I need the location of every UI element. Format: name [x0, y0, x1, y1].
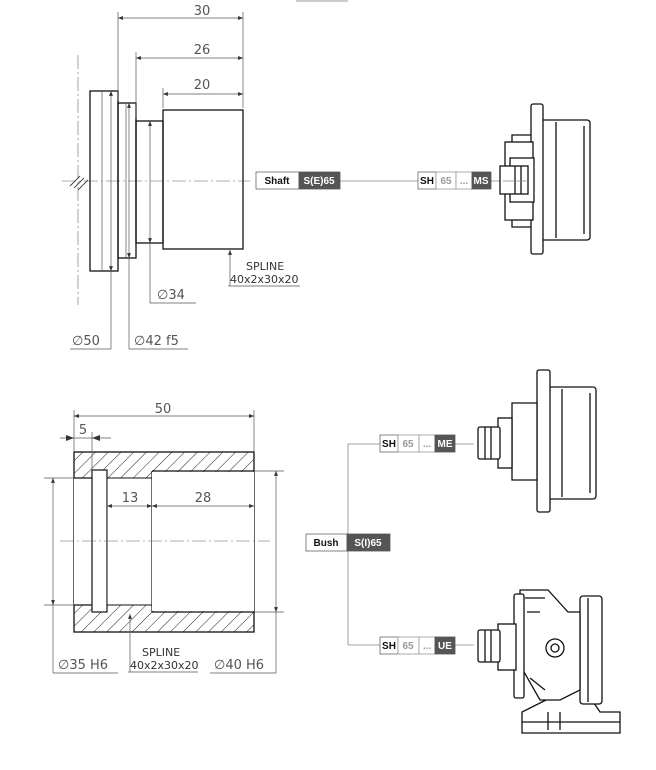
dim-50-text: 50 — [155, 402, 172, 417]
ms-cell-size: 65 — [440, 176, 452, 187]
dia-35-text: ∅35 H6 — [58, 658, 108, 673]
spline-label-shaft-2: 40x2x30x20 — [230, 273, 299, 286]
ms-cell-sh: SH — [420, 176, 434, 187]
tag-bush-ue[interactable]: SH 65 ... UE — [379, 636, 456, 655]
me-cell-type: ME — [438, 439, 453, 450]
dia-42-text: ∅42 f5 — [134, 334, 179, 349]
me-cell-size: 65 — [402, 439, 414, 450]
me-cell-dots: ... — [423, 439, 432, 450]
ms-cell-type: MS — [474, 176, 489, 187]
ue-cell-dots: ... — [423, 641, 432, 652]
product-ms-sketch — [499, 103, 591, 255]
spline-label-shaft-1: SPLINE — [246, 260, 284, 273]
tag-shaft-label: Shaft — [265, 176, 291, 187]
dim-28-text: 28 — [195, 491, 212, 506]
me-cell-sh: SH — [382, 439, 396, 450]
ue-cell-size: 65 — [402, 641, 414, 652]
tag-bush[interactable]: Bush S(I)65 — [305, 533, 391, 552]
spline-label-bush-1: SPLINE — [142, 646, 180, 659]
ue-cell-type: UE — [438, 641, 452, 652]
ms-cell-dots: ... — [460, 176, 469, 187]
tag-shaft-code: S(E)65 — [303, 176, 335, 187]
tag-bush-me[interactable]: SH 65 ... ME — [379, 434, 456, 453]
bush-section — [73, 451, 255, 633]
spline-label-bush-2: 40x2x30x20 — [130, 659, 199, 672]
tag-shaft[interactable]: Shaft S(E)65 — [255, 171, 341, 190]
dia-50-text: ∅50 — [72, 334, 100, 349]
shaft-drawing: 30 26 20 ∅34 ∅50 ∅42 f5 SPLINE 40x2x30x2… — [62, 4, 300, 350]
break-symbol — [69, 175, 89, 191]
dim-20-text: 20 — [194, 78, 211, 93]
bush-drawing: 50 5 13 28 ∅35 H6 ∅40 H6 SPLINE 40x2x30x… — [44, 402, 284, 674]
dia-34-text: ∅34 — [157, 288, 185, 303]
product-me-sketch — [477, 369, 597, 513]
tag-shaft-ms[interactable]: SH 65 ... MS — [417, 171, 492, 190]
tag-connectors — [340, 180, 505, 646]
dim-5-text: 5 — [79, 423, 87, 438]
dim-13-text: 13 — [122, 491, 139, 506]
tag-bush-label: Bush — [314, 538, 339, 549]
dim-30-text: 30 — [194, 4, 211, 19]
dia-40-text: ∅40 H6 — [214, 658, 264, 673]
ue-cell-sh: SH — [382, 641, 396, 652]
product-ue-sketch — [477, 589, 621, 734]
tag-bush-code: S(I)65 — [354, 538, 382, 549]
dim-26-text: 26 — [194, 43, 211, 58]
